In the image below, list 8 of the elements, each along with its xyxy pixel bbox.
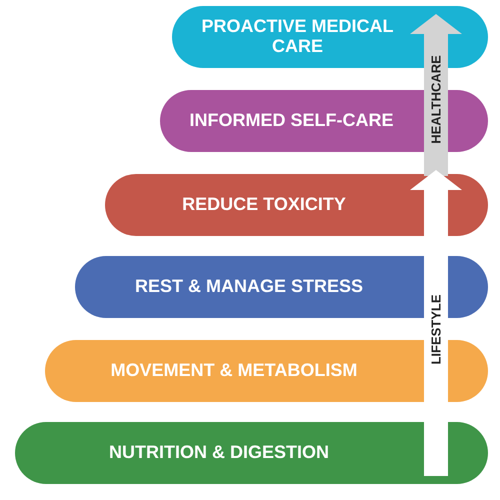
band-label: REST & MANAGE STRESS [134,277,364,297]
arrow-label: HEALTHCARE [428,54,444,146]
band-label: PROACTIVE MEDICAL CARE [200,17,394,57]
band-label: MOVEMENT & METABOLISM [110,361,358,381]
arrow-label: LIFESTYLE [428,293,444,367]
band-label: NUTRITION & DIGESTION [109,443,329,463]
band-label: INFORMED SELF-CARE [190,111,394,131]
band-label: REDUCE TOXICITY [182,195,346,215]
